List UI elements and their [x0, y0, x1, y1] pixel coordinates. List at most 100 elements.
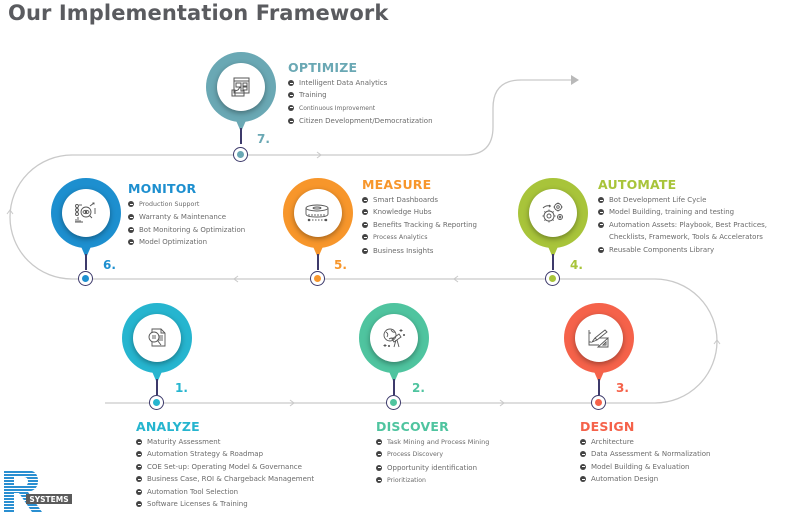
list-item: Software Licenses & Training: [136, 498, 314, 510]
list-item: Knowledge Hubs: [362, 206, 477, 218]
list-item-continuation: Checklists, Framework, Tools & Accelerat…: [609, 233, 763, 242]
bullet-icon: [362, 209, 368, 216]
list-item: Data Assessment & Normalization: [580, 448, 710, 460]
bullet-icon: [598, 246, 604, 253]
step-block-measure: MEASURE Smart Dashboards Knowledge Hubs …: [362, 177, 477, 257]
list-item: Intelligent Data Analytics: [288, 77, 433, 89]
bullet-icon: [288, 80, 294, 86]
bullet-icon: [362, 247, 368, 254]
r-systems-logo: SYSTEMS: [2, 468, 74, 514]
step-node-2: [386, 395, 401, 410]
step-node-1: [149, 395, 164, 410]
list-item: Automation Design: [580, 473, 710, 485]
list-item: Bot Development Life Cycle: [598, 194, 767, 206]
direction-chevron: [453, 275, 459, 283]
list-item: Production Support: [128, 198, 245, 211]
step-node-7: [233, 147, 248, 162]
bullet-icon: [580, 463, 586, 470]
bullet-icon: [362, 197, 368, 203]
bullet-icon: [598, 209, 604, 216]
list-item: Model Building, training and testing: [598, 206, 767, 218]
step-title: DISCOVER: [376, 419, 449, 434]
direction-chevron: [499, 399, 505, 407]
list-item: Bot Monitoring & Optimization: [128, 224, 245, 236]
list-item: Prioritization: [376, 474, 489, 487]
step-node-4: [545, 271, 560, 286]
step-number-1: 1.: [175, 381, 188, 395]
blueprint-pencil-icon: [575, 314, 623, 362]
step-number-5: 5.: [334, 258, 347, 272]
step-title: ANALYZE: [136, 419, 200, 434]
pin-automate: [518, 178, 588, 274]
bullet-icon: [128, 201, 134, 207]
step-number-4: 4.: [570, 258, 583, 272]
direction-chevron: [233, 275, 239, 283]
list-item: Automation Strategy & Roadmap: [136, 448, 314, 460]
list-item: Training: [288, 89, 433, 101]
telescope-globe-icon: [370, 314, 418, 362]
direction-chevron: [316, 151, 322, 159]
step-title: MEASURE: [362, 177, 432, 192]
bullet-icon: [136, 501, 142, 508]
step-number-3: 3.: [616, 381, 629, 395]
pin-optimize: [206, 52, 276, 148]
step-number-7: 7.: [257, 132, 270, 146]
bullet-icon: [136, 488, 142, 495]
pin-discover: [359, 303, 429, 399]
bullet-icon: [136, 451, 142, 458]
bullet-icon: [136, 439, 142, 445]
step-block-optimize: OPTIMIZE Intelligent Data Analytics Trai…: [288, 60, 433, 128]
list-item: Model Optimization: [128, 236, 245, 248]
list-item: Business Case, ROI & Chargeback Manageme…: [136, 473, 314, 485]
page-title: Our Implementation Framework: [8, 1, 389, 25]
bullet-icon: [598, 221, 604, 228]
bullet-icon: [128, 226, 134, 233]
step-number-2: 2.: [412, 381, 425, 395]
bullet-icon: [288, 118, 294, 125]
step-number-6: 6.: [103, 258, 116, 272]
logo-text: SYSTEMS: [29, 495, 68, 504]
list-item: Architecture: [580, 436, 710, 448]
step-title: DESIGN: [580, 419, 635, 434]
path-row-2: [9, 154, 655, 280]
step-block-automate: AUTOMATE Bot Development Life Cycle Mode…: [598, 177, 767, 256]
step-title: OPTIMIZE: [288, 60, 358, 75]
direction-chevron: [713, 339, 721, 345]
eye-monitoring-icon: [62, 189, 110, 237]
bullet-icon: [376, 464, 382, 471]
step-title: MONITOR: [128, 181, 197, 196]
document-magnifier-icon: [133, 314, 181, 362]
dashboard-thumbs-up-icon: [217, 63, 265, 111]
list-item: Warranty & Maintenance: [128, 211, 245, 223]
list-item: Maturity Assessment: [136, 436, 314, 448]
pin-measure: [283, 178, 353, 274]
bullet-icon: [128, 214, 134, 221]
step-block-monitor: MONITOR Production Support Warranty & Ma…: [128, 181, 245, 249]
bullet-icon: [376, 439, 382, 445]
bullet-icon: [362, 234, 368, 241]
list-item: Automation Tool Selection: [136, 486, 314, 498]
bullet-icon: [136, 476, 142, 483]
pin-analyze: [122, 303, 192, 399]
path-row-1: [72, 79, 572, 156]
list-item: Reusable Components Library: [598, 244, 767, 256]
bullet-icon: [376, 451, 382, 458]
list-item: Process Discovery: [376, 448, 489, 461]
bullet-icon: [288, 92, 294, 99]
gears-icon: [529, 189, 577, 237]
measuring-tape-icon: [294, 189, 342, 237]
list-item: Benefits Tracking & Reporting: [362, 219, 477, 231]
list-item: Citizen Development/Democratization: [288, 115, 433, 127]
list-item: Business Insights: [362, 245, 477, 257]
list-item: Process Analytics: [362, 231, 477, 244]
step-node-5: [310, 271, 325, 286]
bullet-icon: [362, 221, 368, 228]
path-row-3: [105, 278, 718, 404]
step-block-design: DESIGN Architecture Data Assessment & No…: [580, 419, 710, 486]
bullet-icon: [136, 463, 142, 470]
bullet-icon: [288, 104, 294, 111]
bullet-icon: [376, 477, 382, 484]
pin-monitor: [51, 178, 121, 274]
list-item: Opportunity identification: [376, 462, 489, 474]
list-item: Model Building & Evaluation: [580, 461, 710, 473]
